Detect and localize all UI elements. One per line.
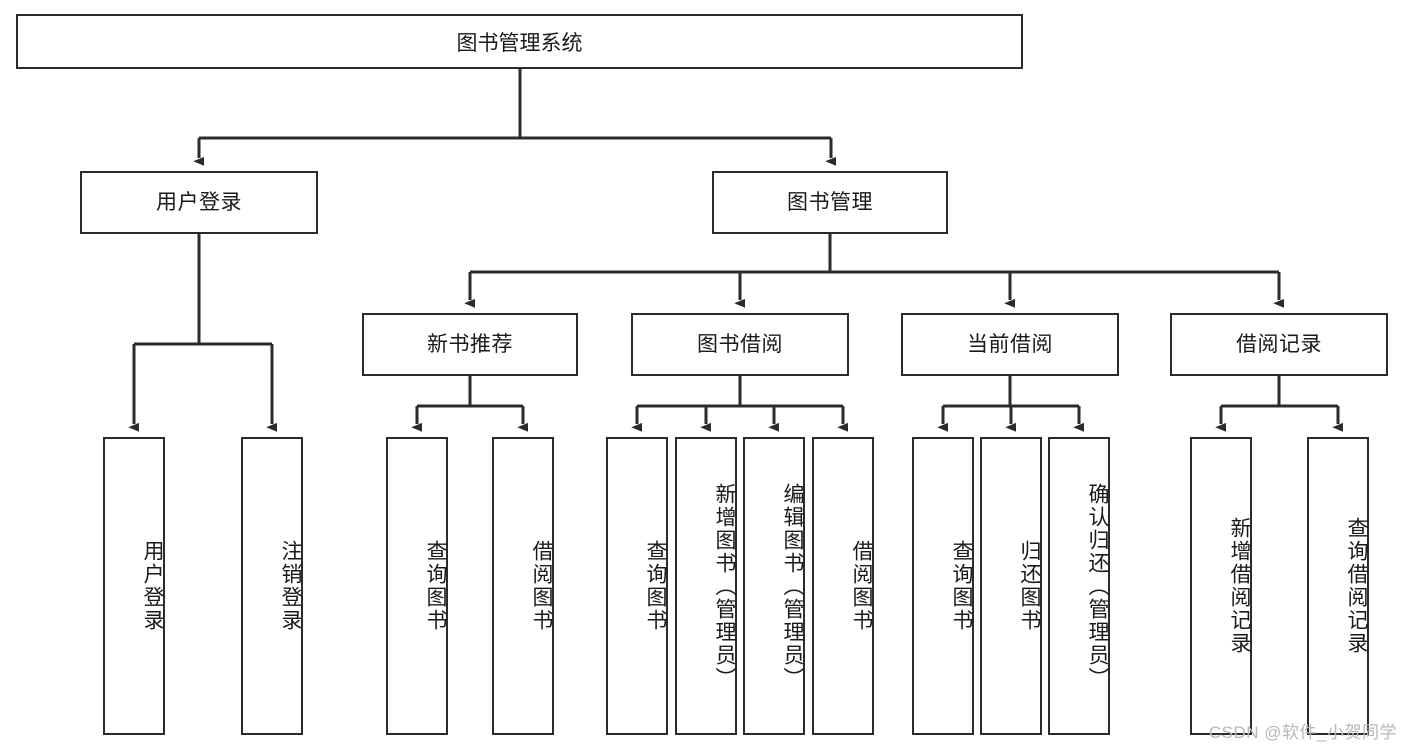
leaf-user-login-login[interactable]: 用户登录 (103, 437, 165, 735)
node-user-login-label: 用户登录 (156, 190, 242, 214)
leaf-current-borrow-confirm[interactable]: 确认归还（管理员） (1048, 437, 1110, 735)
leaf-label: 用户登录 (141, 540, 164, 632)
leaf-borrow-record-add[interactable]: 新增借阅记录 (1190, 437, 1252, 735)
leaf-new-book-borrow[interactable]: 借阅图书 (492, 437, 554, 735)
leaf-book-borrow-add[interactable]: 新增图书（管理员） (675, 437, 737, 735)
node-new-book-recommend[interactable]: 新书推荐 (362, 313, 578, 376)
node-book-management[interactable]: 图书管理 (712, 171, 948, 234)
leaf-label: 注销登录 (279, 540, 302, 632)
node-book-borrow[interactable]: 图书借阅 (631, 313, 849, 376)
node-current-borrow-label: 当前借阅 (967, 332, 1053, 356)
leaf-label: 借阅图书 (850, 540, 873, 632)
node-borrow-record[interactable]: 借阅记录 (1170, 313, 1388, 376)
leaf-new-book-query[interactable]: 查询图书 (386, 437, 448, 735)
watermark: CSDN @软件_小贺同学 (1208, 723, 1397, 742)
leaf-book-borrow-borrow[interactable]: 借阅图书 (812, 437, 874, 735)
leaf-label: 借阅图书 (530, 540, 553, 632)
node-book-management-label: 图书管理 (787, 190, 873, 214)
leaf-label: 确认归还（管理员） (1086, 482, 1109, 690)
node-book-borrow-label: 图书借阅 (697, 332, 783, 356)
leaf-label: 查询图书 (424, 540, 447, 632)
leaf-book-borrow-query[interactable]: 查询图书 (606, 437, 668, 735)
leaf-label: 编辑图书（管理员） (781, 482, 804, 690)
leaf-label: 归还图书 (1018, 540, 1041, 632)
leaf-label: 查询图书 (644, 540, 667, 632)
node-borrow-record-label: 借阅记录 (1236, 332, 1322, 356)
leaf-label: 新增图书（管理员） (713, 482, 736, 690)
leaf-borrow-record-query[interactable]: 查询借阅记录 (1307, 437, 1369, 735)
leaf-label: 新增借阅记录 (1228, 517, 1251, 655)
leaf-user-login-logout[interactable]: 注销登录 (241, 437, 303, 735)
leaf-label: 查询借阅记录 (1345, 517, 1368, 655)
leaf-book-borrow-edit[interactable]: 编辑图书（管理员） (743, 437, 805, 735)
leaf-current-borrow-return[interactable]: 归还图书 (980, 437, 1042, 735)
node-current-borrow[interactable]: 当前借阅 (901, 313, 1119, 376)
leaf-label: 查询图书 (950, 540, 973, 632)
node-root-label: 图书管理系统 (456, 31, 583, 55)
leaf-current-borrow-query[interactable]: 查询图书 (912, 437, 974, 735)
node-new-book-recommend-label: 新书推荐 (427, 332, 513, 356)
node-root[interactable]: 图书管理系统 (16, 14, 1023, 69)
node-user-login[interactable]: 用户登录 (80, 171, 318, 234)
